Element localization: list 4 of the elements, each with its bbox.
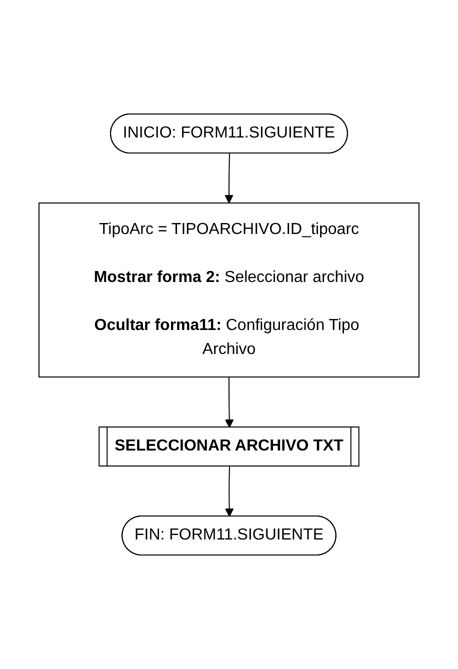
- node-box: TipoArc = TIPOARCHIVO.ID_tipoarc Mostrar forma 2: Seleccionar archivo Ocultar forma11: Configuración Tipo Archivo: [38, 202, 420, 378]
- arrow: [224, 153, 234, 204]
- arrow: [224, 376, 234, 428]
- arrow: [224, 466, 234, 517]
